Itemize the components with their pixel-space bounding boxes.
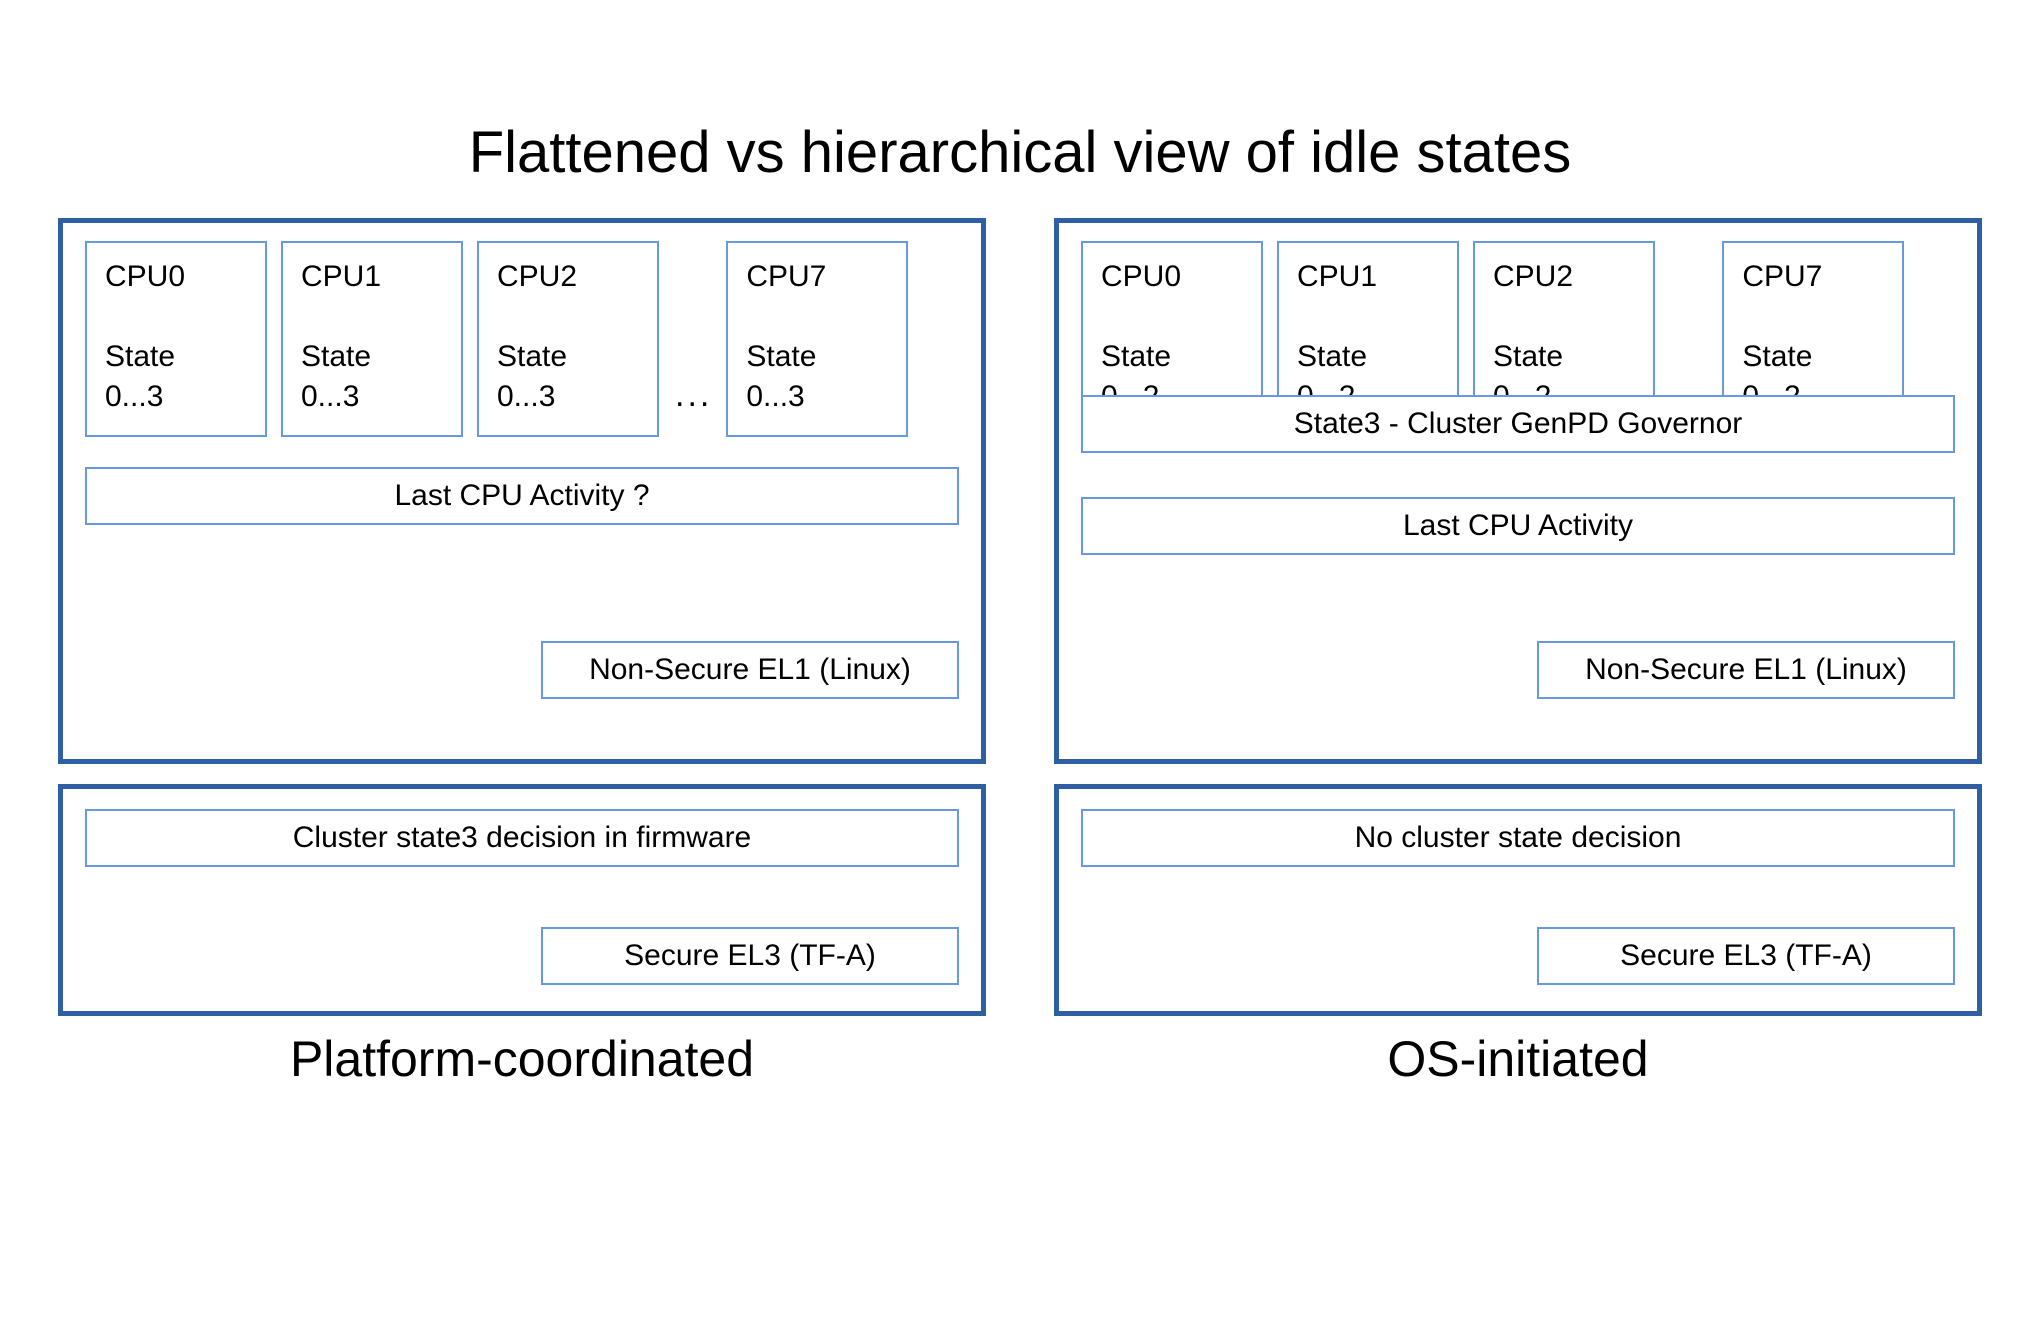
bar-non-secure-el1: Non-Secure EL1 (Linux) [1537, 641, 1955, 699]
cpu-state-label: State [1101, 340, 1172, 373]
cpu-box-cpu2: CPU2 State 0...3 [477, 241, 659, 437]
cpu-ellipsis-separator: ... [1671, 266, 1708, 412]
firmware-panel-platform-coordinated: Cluster state3 decision in firmware Secu… [58, 784, 986, 1016]
os-panel-platform-coordinated: CPU0 State 0...3 CPU1 State 0...3 CPU2 S… [58, 218, 986, 764]
cpu-state-label: State [497, 340, 568, 373]
cpu-label: CPU0 [1101, 260, 1182, 293]
caption-os-initiated: OS-initiated [1387, 1031, 1649, 1087]
cpu-state-range: 0...3 [746, 380, 805, 413]
cpu-label: CPU2 [1493, 260, 1574, 293]
cpu-state-range: 0...3 [301, 380, 360, 413]
cpu-label: CPU1 [301, 260, 382, 293]
column-os-initiated: CPU0 State 0...2 CPU1 State 0...2 CPU2 S… [1054, 218, 1982, 1016]
cpu-label: CPU2 [497, 260, 578, 293]
firmware-panel-os-initiated: No cluster state decision Secure EL3 (TF… [1054, 784, 1982, 1016]
cpu-label: CPU1 [1297, 260, 1378, 293]
cpu-row: CPU0 State 0...3 CPU1 State 0...3 CPU2 S… [85, 241, 959, 437]
cpu-state-label: State [746, 340, 817, 373]
bar-cluster-state3-decision-in-firmware: Cluster state3 decision in firmware [85, 809, 959, 867]
caption-platform-coordinated: Platform-coordinated [289, 1031, 755, 1087]
bar-no-cluster-state-decision: No cluster state decision [1081, 809, 1955, 867]
cpu-state-label: State [1493, 340, 1564, 373]
bar-secure-el3: Secure EL3 (TF-A) [1537, 927, 1955, 985]
bar-secure-el3: Secure EL3 (TF-A) [541, 927, 959, 985]
page-title: Flattened vs hierarchical view of idle s… [468, 120, 1572, 185]
os-panel-os-initiated: CPU0 State 0...2 CPU1 State 0...2 CPU2 S… [1054, 218, 1982, 764]
cpu-ellipsis-separator: ... [675, 376, 713, 414]
bar-last-cpu-activity: Last CPU Activity [1081, 497, 1955, 555]
bar-last-cpu-activity: Last CPU Activity ? [85, 467, 959, 525]
cpu-state-range: 0...3 [105, 380, 164, 413]
cpu-state-range: 0...3 [497, 380, 556, 413]
cpu-state-label: State [1297, 340, 1368, 373]
cpu-box-cpu0: CPU0 State 0...3 [85, 241, 267, 437]
cpu-label: CPU7 [1742, 260, 1823, 293]
cpu-state-label: State [301, 340, 372, 373]
cpu-box-cpu7: CPU7 State 0...3 [726, 241, 909, 437]
cpu-label: CPU0 [105, 260, 186, 293]
cpu-state-label: State [1742, 340, 1813, 373]
cpu-state-label: State [105, 340, 176, 373]
cpu-label: CPU7 [746, 260, 827, 293]
column-platform-coordinated: CPU0 State 0...3 CPU1 State 0...3 CPU2 S… [58, 218, 986, 1016]
cpu-box-cpu1: CPU1 State 0...3 [281, 241, 463, 437]
bar-state3-cluster-genpd-governor: State3 - Cluster GenPD Governor [1081, 395, 1955, 453]
bar-non-secure-el1: Non-Secure EL1 (Linux) [541, 641, 959, 699]
